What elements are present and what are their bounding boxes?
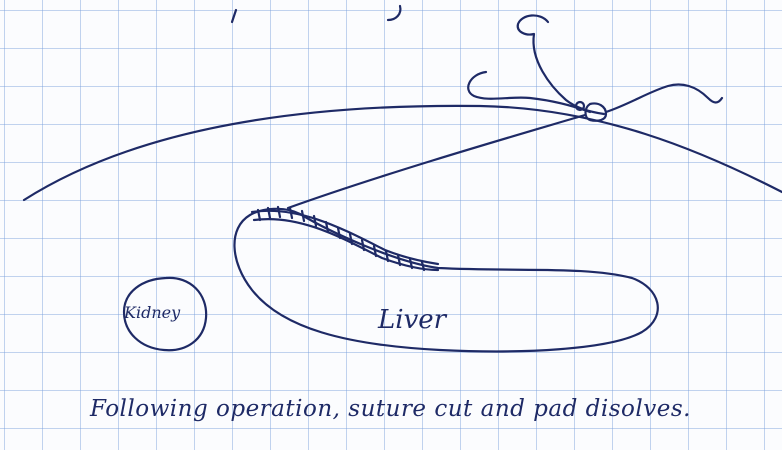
absorbable-pad bbox=[252, 207, 438, 270]
stray-mark-left bbox=[232, 10, 236, 22]
scissors-icon bbox=[468, 15, 722, 120]
liver-label: Liver bbox=[378, 305, 446, 335]
kidney-label: Kidney bbox=[124, 303, 180, 322]
caption-text: Following operation, suture cut and pad … bbox=[90, 396, 691, 422]
stray-mark-right bbox=[388, 6, 400, 20]
liver-outline bbox=[234, 209, 657, 352]
suture-thread bbox=[288, 115, 585, 208]
abdominal-wall-line bbox=[24, 106, 782, 200]
